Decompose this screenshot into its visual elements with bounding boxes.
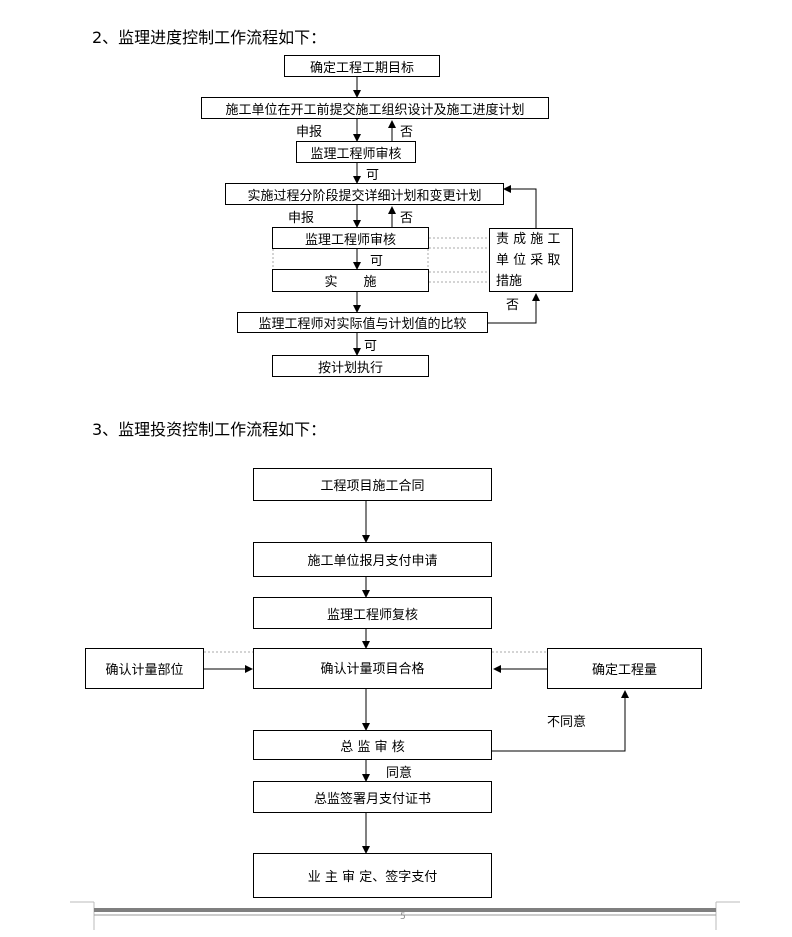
node-owner-approve-pay: 业 主 审 定、签字支付 bbox=[253, 853, 492, 898]
node-implement: 实 施 bbox=[272, 269, 429, 292]
side-text-line-2: 单 位 采 取 bbox=[496, 252, 561, 268]
label-no-3: 否 bbox=[506, 298, 520, 313]
label-disagree: 不同意 bbox=[547, 715, 587, 730]
footer-rule bbox=[70, 901, 740, 930]
page-number: 5 bbox=[400, 912, 406, 922]
node-engineer-review-1: 监理工程师审核 bbox=[296, 141, 416, 163]
label-no-2: 否 bbox=[400, 211, 414, 226]
node-compare-actual-planned: 监理工程师对实际值与计划值的比较 bbox=[237, 312, 488, 333]
node-engineer-recheck: 监理工程师复核 bbox=[253, 597, 492, 629]
node-confirm-measurement-parts: 确认计量部位 bbox=[85, 648, 204, 689]
label-ok-3: 可 bbox=[364, 339, 378, 354]
section-2-heading: 2、监理进度控制工作流程如下： bbox=[92, 28, 327, 47]
node-chief-sign-certificate: 总监签署月支付证书 bbox=[253, 781, 492, 813]
label-no-1: 否 bbox=[400, 125, 414, 140]
label-ok-1: 可 bbox=[366, 168, 380, 183]
node-monthly-payment-request: 施工单位报月支付申请 bbox=[253, 542, 492, 577]
node-project-contract: 工程项目施工合同 bbox=[253, 468, 492, 501]
side-text-line-3: 措施 bbox=[496, 273, 523, 289]
node-chief-review: 总 监 审 核 bbox=[253, 730, 492, 760]
node-engineer-review-2: 监理工程师审核 bbox=[272, 227, 429, 249]
node-determine-quantity: 确定工程量 bbox=[547, 648, 702, 689]
arrow-side-n4 bbox=[503, 185, 537, 228]
node-set-schedule-goal: 确定工程工期目标 bbox=[284, 55, 440, 77]
label-report-2: 申报 bbox=[288, 211, 315, 226]
arrow-n7-side bbox=[488, 293, 540, 324]
label-ok-2: 可 bbox=[370, 254, 384, 269]
node-phased-detail-plan: 实施过程分阶段提交详细计划和变更计划 bbox=[225, 183, 504, 205]
node-confirm-items-qualified: 确认计量项目合格 bbox=[253, 648, 492, 689]
node-submit-construction-plan: 施工单位在开工前提交施工组织设计及施工进度计划 bbox=[201, 97, 549, 119]
arrow-m5-mright bbox=[491, 690, 629, 752]
side-text-line-1: 责 成 施 工 bbox=[496, 231, 561, 247]
section-3-heading: 3、监理投资控制工作流程如下： bbox=[92, 420, 327, 439]
node-require-contractor-measures: 责 成 施 工 单 位 采 取 措施 bbox=[489, 228, 573, 292]
label-agree: 同意 bbox=[386, 766, 413, 781]
label-report-1: 申报 bbox=[296, 125, 323, 140]
node-execute-plan: 按计划执行 bbox=[272, 355, 429, 377]
